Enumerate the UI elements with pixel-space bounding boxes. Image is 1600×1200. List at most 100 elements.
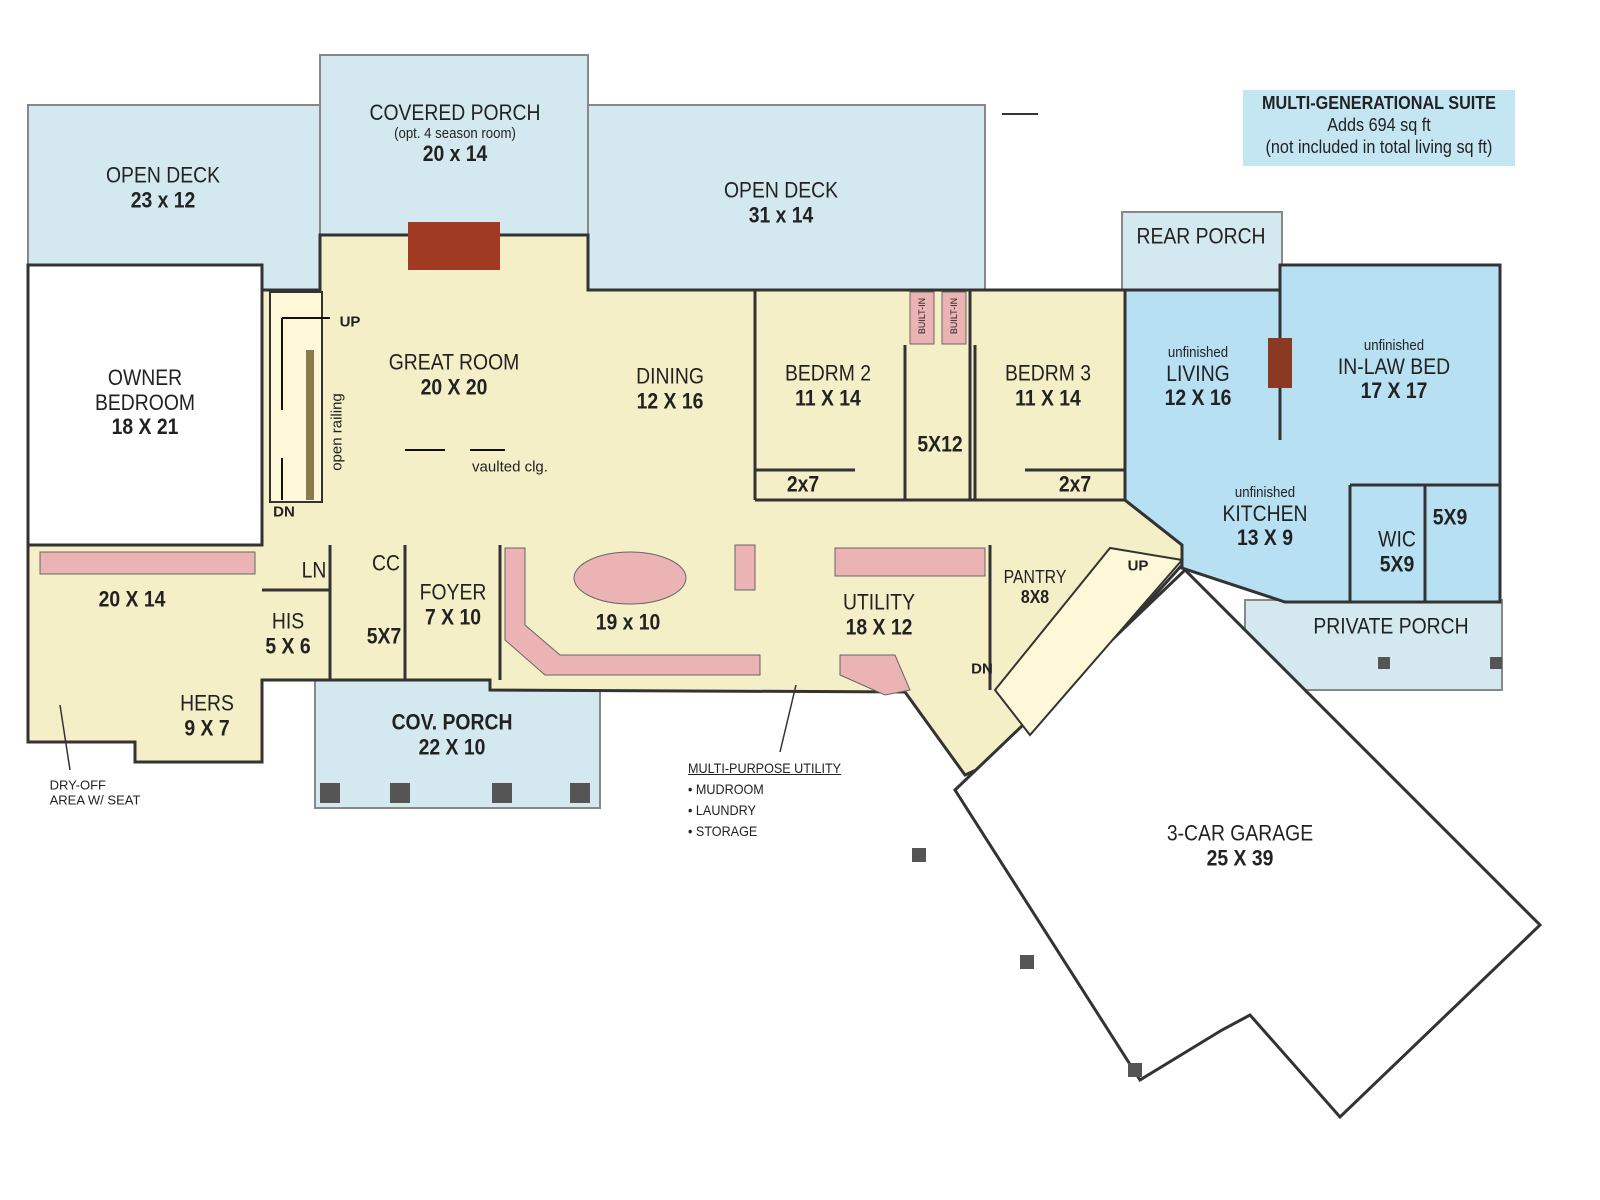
room-dim: 17 X 17: [1360, 378, 1428, 404]
arrows: [281, 317, 505, 500]
vaulted-ceiling-note: vaulted clg.: [472, 458, 548, 476]
closet-bedrm2: 2x7: [786, 471, 820, 498]
room-name: COVERED PORCH: [369, 99, 541, 125]
room-dim: 8X8: [1020, 587, 1050, 607]
room-name: LIVING: [1166, 360, 1230, 386]
built-in-label: BUILT-IN: [917, 297, 927, 335]
multi-purpose-item: • MUDROOM: [688, 781, 764, 797]
room-sub: (opt. 4 season room): [394, 124, 516, 142]
room-dim: 9 X 7: [184, 715, 230, 740]
room-name: PRIVATE PORCH: [1313, 613, 1469, 639]
room-linen: LN: [301, 557, 327, 584]
dry-off-line2: AREA W/ SEAT: [49, 792, 141, 807]
room-name: DINING: [636, 363, 704, 389]
note-heading: MULTI-GENERATIONAL SUITE: [1262, 93, 1496, 113]
room-kitchen: 19 x 10: [595, 609, 661, 636]
room-pre: unfinished: [1234, 483, 1296, 501]
closet-bedrm3: 2x7: [1058, 471, 1092, 498]
suite-area: [1123, 263, 1502, 604]
room-name: PANTRY: [1003, 566, 1067, 587]
room-dim: 12 X 16: [636, 388, 704, 413]
room-private-porch: PRIVATE PORCH: [1313, 613, 1469, 640]
room-owner-bath: 20 X 14: [98, 586, 166, 613]
built-in-label: BUILT-IN: [949, 297, 959, 335]
note-line1: Adds 694 sq ft: [1327, 115, 1431, 135]
room-pre: unfinished: [1363, 336, 1425, 354]
room-name: BEDRM 2: [784, 360, 872, 386]
porch-posts: [320, 657, 1502, 1077]
fireplace-suite-icon: [1268, 338, 1292, 388]
room-dim: 20 X 14: [98, 586, 166, 612]
stairs-up-label: UP: [339, 313, 361, 331]
multi-generational-suite-note: MULTI-GENERATIONAL SUITE Adds 694 sq ft …: [1243, 90, 1515, 166]
room-dim: 7 X 10: [425, 604, 481, 629]
counters: [39, 291, 986, 696]
room-dim: 19 x 10: [595, 609, 661, 635]
room-suite-bath: 5X9: [1432, 504, 1468, 531]
room-dim: 18 X 12: [845, 614, 913, 639]
room-name: REAR PORCH: [1136, 223, 1266, 249]
room-name: GREAT ROOM: [388, 349, 520, 375]
room-name: WIC: [1378, 526, 1416, 552]
room-dim: 12 X 16: [1164, 385, 1232, 411]
room-powder: 5X7: [366, 623, 402, 650]
room-dim: 25 X 39: [1206, 845, 1274, 870]
room-rear-porch: REAR PORCH: [1136, 223, 1266, 250]
room-dim: 5X7: [366, 623, 402, 649]
room-bath-5x12: 5X12: [917, 432, 962, 458]
room-name: OWNER: [107, 365, 183, 391]
room-dim: 2x7: [1058, 471, 1092, 497]
stairs-right: [993, 546, 1184, 737]
room-dim: 22 X 10: [418, 734, 486, 759]
multi-purpose-utility-note: MULTI-PURPOSE UTILITY • MUDROOM • LAUNDR…: [688, 758, 841, 842]
fireplace-icon: [408, 222, 500, 270]
room-name: OPEN DECK: [723, 177, 839, 203]
room-name: CC: [372, 550, 400, 576]
room-dim: 20 x 14: [422, 141, 488, 167]
room-name: COV. PORCH: [391, 709, 513, 735]
room-dim: 2x7: [786, 471, 820, 497]
note-line2: (not included in total living sq ft): [1265, 137, 1493, 157]
multi-purpose-heading: MULTI-PURPOSE UTILITY: [688, 760, 842, 776]
stairs-down-label: DN: [273, 503, 295, 521]
room-name: FOYER: [419, 579, 487, 605]
room-dim: 20 X 20: [420, 374, 488, 399]
room-dim: 11 X 14: [1015, 385, 1081, 410]
room-covered-porch: COVERED PORCH(opt. 4 season room)20 x 14: [369, 99, 541, 167]
open-railing-label: open railing: [328, 393, 346, 471]
room-dim: 23 x 12: [130, 187, 196, 212]
room-pre: unfinished: [1167, 343, 1229, 361]
room-dim: 13 X 9: [1237, 525, 1293, 551]
room-dim: 5X9: [1432, 504, 1468, 530]
room-name: HERS: [180, 690, 234, 716]
room-dim: 5 X 6: [265, 633, 311, 658]
stairs-left: [269, 291, 323, 503]
room-dim: 5X9: [1379, 551, 1415, 576]
room-dim: 31 x 14: [748, 202, 814, 227]
room-name: UTILITY: [842, 589, 916, 615]
room-name: BEDRM 3: [1004, 360, 1092, 386]
room-name: LN: [301, 557, 327, 583]
multi-purpose-item: • LAUNDRY: [688, 802, 756, 818]
room-name: KITCHEN: [1222, 500, 1308, 526]
room-name: HIS: [271, 608, 305, 634]
interior-walls: [28, 290, 1500, 690]
